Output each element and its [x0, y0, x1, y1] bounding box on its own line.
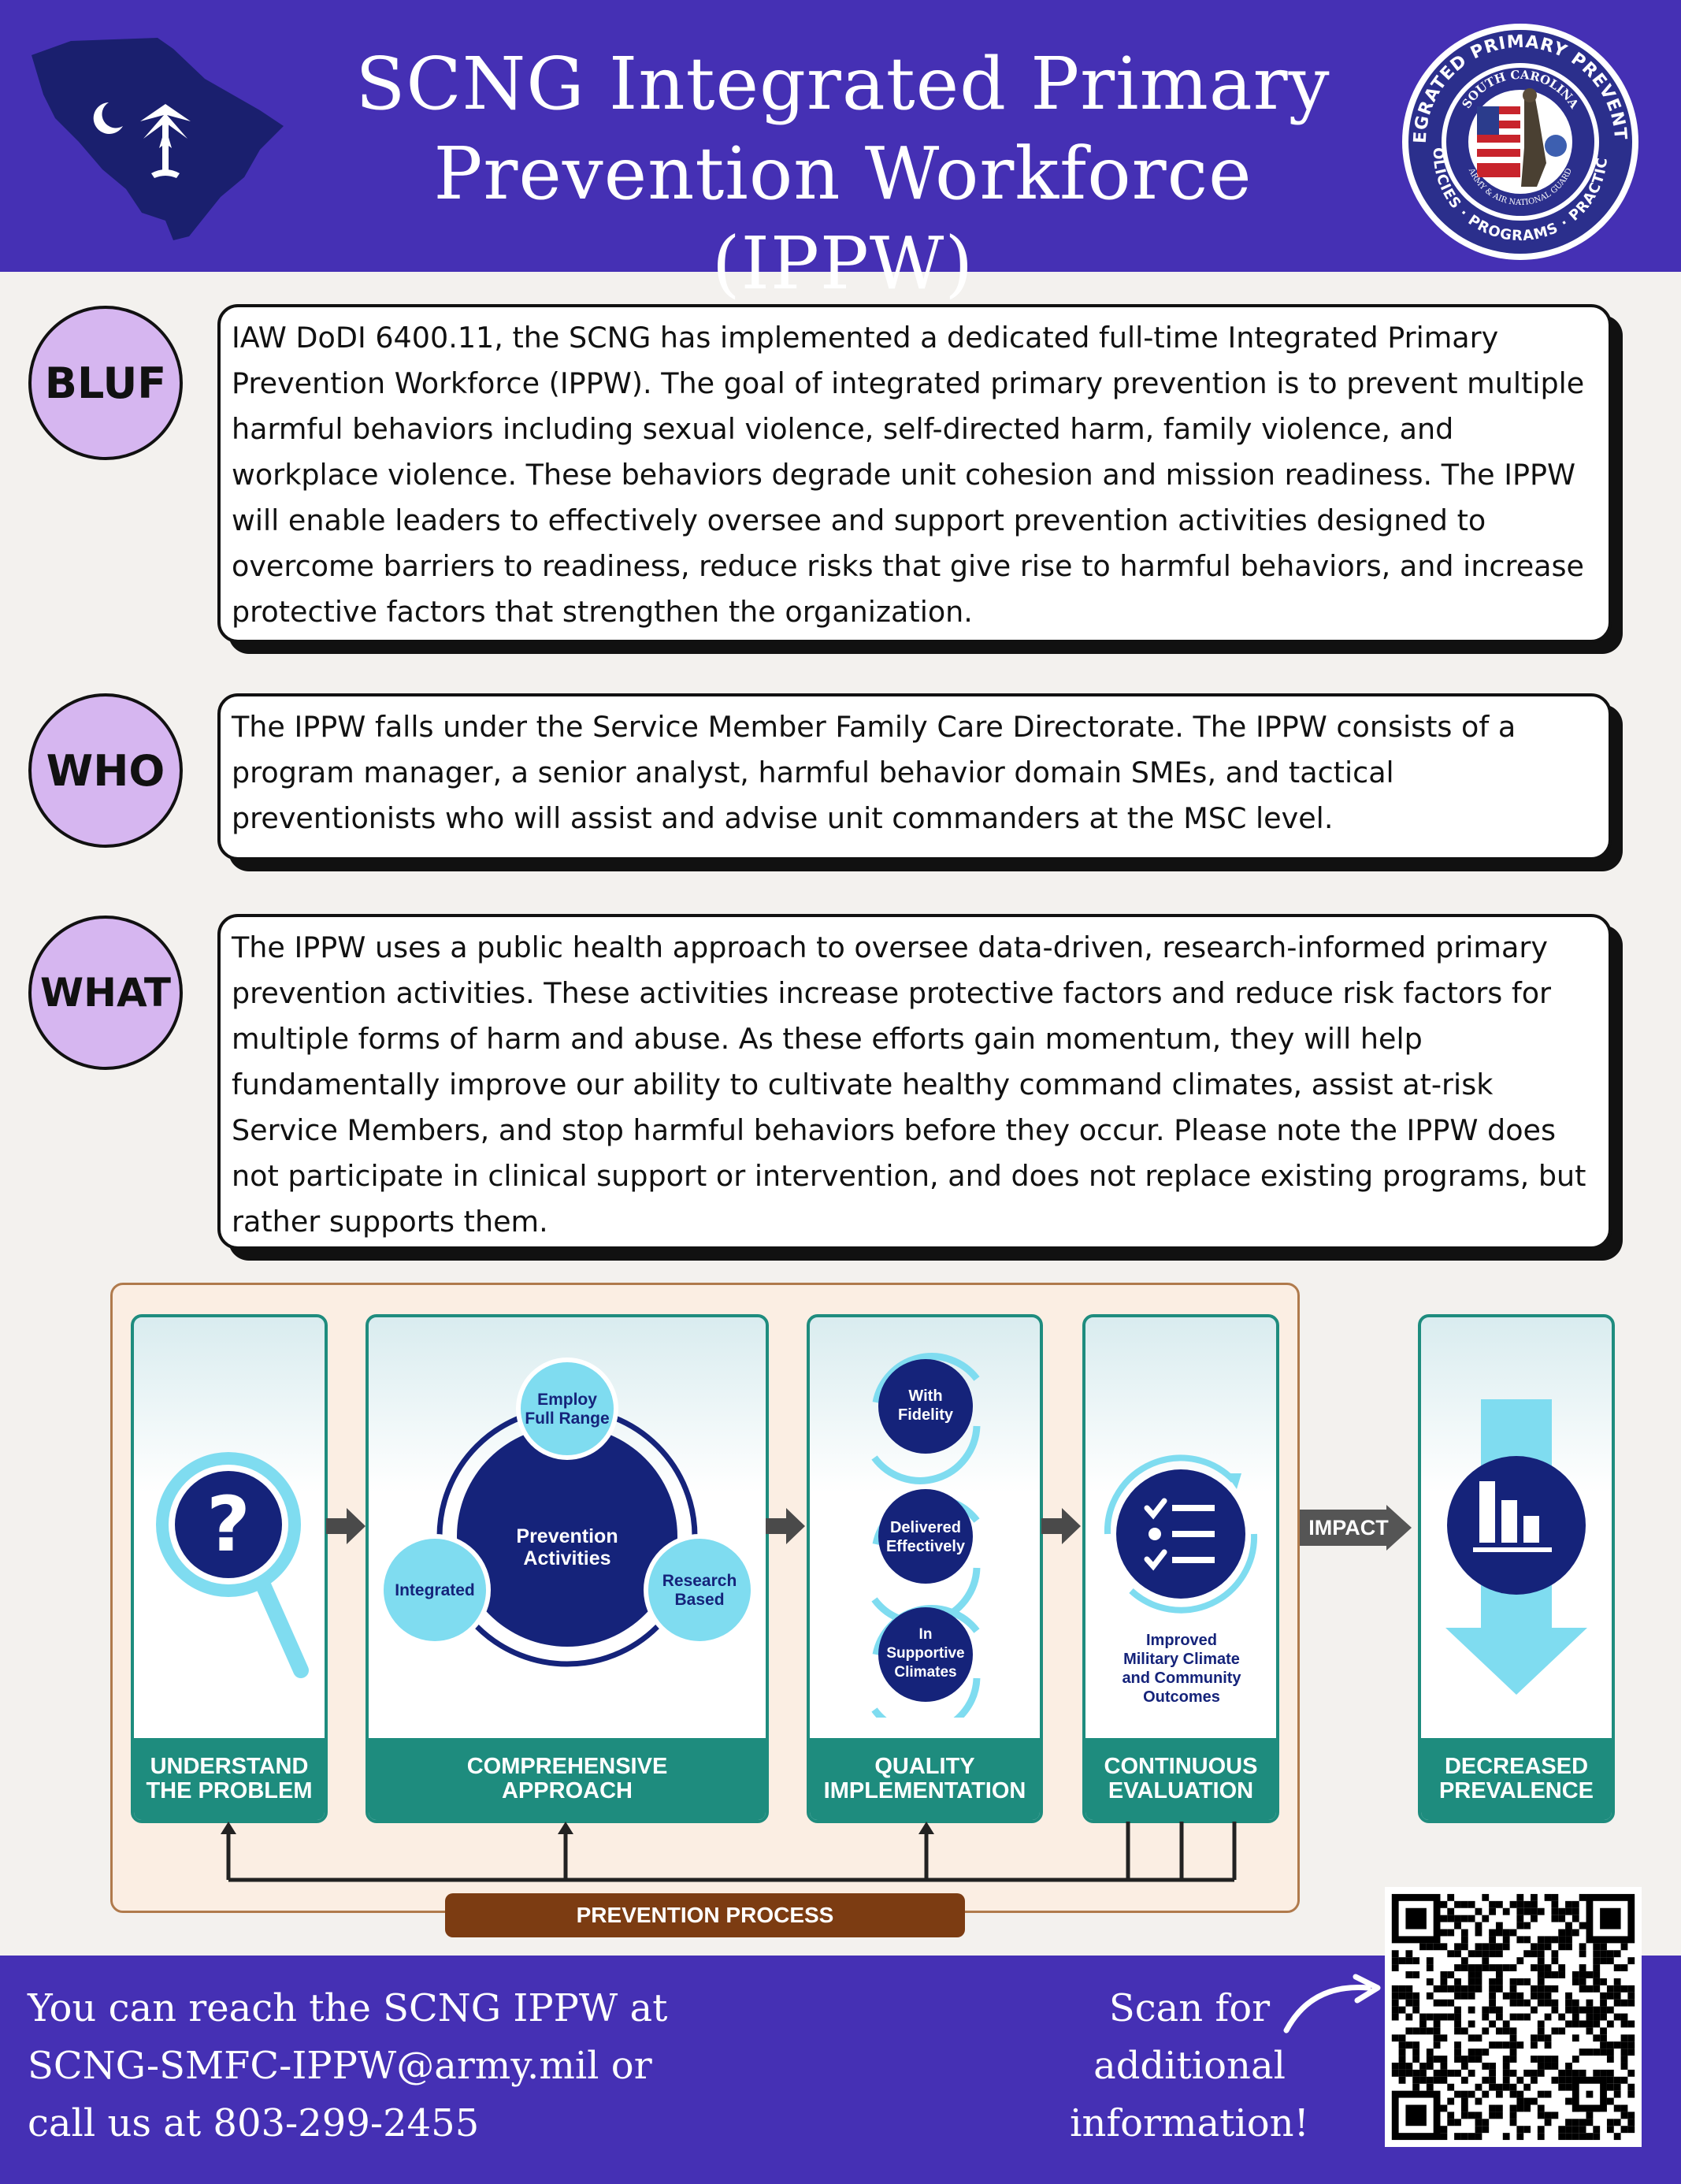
who-text: The IPPW falls under the Service Member … [217, 693, 1612, 860]
research-line2: Based [674, 1591, 724, 1609]
fidelity-line1: With [908, 1387, 942, 1405]
decrease-bar-chart-icon [1445, 1399, 1587, 1695]
impact-arrow: IMPACT [1300, 1505, 1412, 1551]
header-banner [0, 0, 1681, 272]
card-comprehensive-line1: COMPREHENSIVE [466, 1754, 668, 1779]
contact-email[interactable]: SCNG-SMFC-IPPW@army.mil or [28, 2044, 652, 2088]
prevention-process-bar: PREVENTION PROCESS [445, 1893, 965, 1937]
scan-line-2: additional [1093, 2044, 1286, 2088]
card-evaluation-line2: EVALUATION [1108, 1778, 1254, 1803]
improved-line2: Military Climate [1123, 1651, 1240, 1668]
card-evaluation-line1: CONTINUOUS [1104, 1754, 1258, 1779]
who-label: WHO [28, 693, 183, 848]
improved-outcomes-text: Improved Military Climate and Community … [1122, 1632, 1241, 1706]
card-comprehensive-line2: APPROACH [502, 1778, 633, 1803]
checklist-icon [1104, 1454, 1258, 1614]
center-line2: Activities [523, 1547, 610, 1569]
title-line-1: SCNG Integrated Primary [355, 42, 1330, 126]
fidelity-line2: Fidelity [898, 1406, 954, 1424]
employ-line2: Full Range [525, 1410, 609, 1428]
supportive-line1: In [919, 1626, 933, 1643]
card-understand-line2: THE PROBLEM [146, 1778, 313, 1803]
what-text: The IPPW uses a public health approach t… [217, 914, 1612, 1250]
card-quality-line2: IMPLEMENTATION [823, 1778, 1026, 1803]
title-line-2: Prevention Workforce (IPPW) [433, 132, 1252, 306]
contact-line-1: You can reach the SCNG IPPW at [28, 1986, 668, 2030]
feedback-loop-lines [221, 1822, 1237, 1882]
impact-label: IMPACT [1308, 1516, 1389, 1540]
scan-prompt: Scan for additional information! [1048, 1980, 1331, 2152]
quality-steps: With Fidelity Delivered Effectively In S… [871, 1353, 981, 1718]
arrow-right-icon [766, 1508, 805, 1544]
employ-line1: Employ [537, 1391, 597, 1409]
integrated-label: Integrated [395, 1581, 475, 1599]
qr-code[interactable] [1385, 1887, 1642, 2147]
delivered-line2: Effectively [886, 1538, 966, 1555]
supportive-line3: Climates [894, 1664, 956, 1681]
card-understand-line1: UNDERSTAND [150, 1754, 309, 1779]
card-decreased-line2: PREVALENCE [1438, 1778, 1594, 1803]
ippw-seal-logo: INTEGRATED PRIMARY PREVENTION POLICIES ·… [1398, 20, 1638, 260]
scan-line-1: Scan for [1108, 1986, 1271, 2030]
arrow-right-icon [326, 1508, 366, 1544]
improved-line3: and Community [1122, 1670, 1241, 1687]
prevention-activities-cycle: Prevention Activities Employ Full Range … [379, 1358, 755, 1667]
question-mark: ? [206, 1480, 250, 1569]
improved-line1: Improved [1146, 1632, 1217, 1649]
research-line1: Research [662, 1572, 737, 1590]
contact-phone[interactable]: call us at 803-299-2455 [28, 2101, 480, 2145]
supportive-line2: Supportive [886, 1645, 964, 1662]
delivered-line1: Delivered [890, 1519, 961, 1536]
south-carolina-map-icon [32, 38, 284, 240]
what-label: WHAT [28, 916, 183, 1070]
bluf-text: IAW DoDI 6400.11, the SCNG has implement… [217, 304, 1612, 643]
card-decreased-line1: DECREASED [1444, 1754, 1589, 1779]
page-title: SCNG Integrated Primary Prevention Workf… [299, 39, 1386, 309]
improved-line4: Outcomes [1143, 1688, 1220, 1706]
center-line1: Prevention [516, 1525, 618, 1547]
bluf-label: BLUF [28, 306, 183, 460]
scan-line-3: information! [1070, 2101, 1309, 2145]
arrow-right-icon [1041, 1508, 1081, 1544]
magnifier-question-icon: ? [156, 1452, 309, 1678]
curved-arrow-icon [1283, 1974, 1381, 2034]
card-quality-line1: QUALITY [874, 1754, 975, 1779]
contact-info: You can reach the SCNG IPPW at SCNG-SMFC… [28, 1980, 667, 2152]
